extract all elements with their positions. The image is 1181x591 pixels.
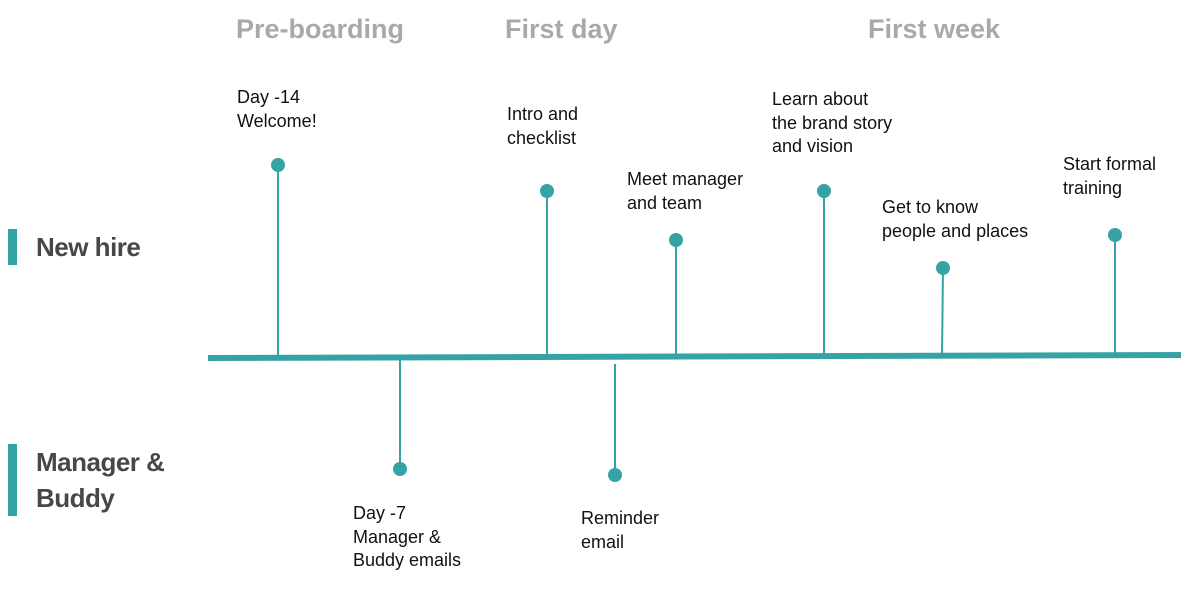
milestone-label-manager-buddy-emails: Day -7 Manager & Buddy emails: [353, 502, 461, 573]
lane-label-line: New hire: [36, 232, 141, 262]
milestone-label-line: the brand story: [772, 112, 893, 133]
milestone-label-line: Welcome!: [237, 110, 317, 131]
milestone-label-line: Get to know: [882, 197, 979, 217]
milestone-label-line: email: [581, 531, 625, 552]
milestone-label-meet-manager: Meet manager and team: [627, 168, 743, 215]
milestone-dot: [608, 468, 622, 482]
milestone-label-line: Meet manager: [627, 169, 744, 189]
milestone-label-line: and team: [627, 192, 703, 213]
phase-header-pre-boarding: Pre-boarding: [236, 14, 405, 44]
milestone-dot: [1108, 228, 1122, 242]
milestone-label-line: people and places: [882, 220, 1029, 241]
milestone-welcome: [271, 158, 285, 357]
milestone-label-line: Buddy emails: [353, 550, 462, 570]
timeline-axis: [207, 352, 1181, 361]
milestone-people-places: [936, 261, 950, 357]
milestone-label-welcome: Day -14 Welcome!: [237, 86, 317, 133]
milestone-formal-training: [1108, 228, 1122, 355]
milestone-dot: [540, 184, 554, 198]
lane-label-new-hire: New hire: [8, 229, 141, 265]
milestone-label-line: Reminder: [581, 508, 660, 528]
phase-header-first-week: First week: [868, 14, 1001, 44]
milestone-label-line: Learn about: [772, 89, 869, 109]
milestone-stem: [941, 267, 944, 357]
milestone-reminder-email: [608, 364, 622, 482]
milestone-label-formal-training: Start formal training: [1063, 153, 1156, 200]
milestone-label-people-places: Get to know people and places: [882, 196, 1028, 243]
milestone-dot: [271, 158, 285, 172]
milestone-label-intro-checklist: Intro and checklist: [507, 103, 578, 150]
milestone-label-line: training: [1063, 177, 1123, 198]
milestone-dot: [669, 233, 683, 247]
milestone-brand-story: [817, 184, 831, 356]
milestone-label-line: Day -7: [353, 503, 407, 523]
lane-label-manager-buddy: Manager & Buddy: [8, 444, 165, 516]
milestone-dot: [393, 462, 407, 476]
milestone-label-line: Manager &: [353, 526, 442, 547]
milestone-label-reminder-email: Reminder email: [581, 507, 659, 554]
milestone-label-line: Start formal: [1063, 154, 1157, 174]
milestone-dot: [936, 261, 950, 275]
milestone-label-line: Day -14: [237, 87, 301, 107]
milestone-label-line: and vision: [772, 136, 854, 156]
milestone-dot: [817, 184, 831, 198]
milestone-meet-manager: [669, 233, 683, 357]
phase-header-first-day: First day: [505, 14, 618, 44]
milestone-label-line: checklist: [507, 127, 577, 148]
lane-label-line: Manager &: [36, 447, 165, 477]
milestone-label-line: Intro and: [507, 104, 579, 124]
milestone-manager-buddy-emails: [393, 358, 407, 476]
milestone-label-brand-story: Learn about the brand story and vision: [772, 88, 892, 159]
milestone-intro-checklist: [540, 184, 554, 357]
lane-label-line: Buddy: [36, 483, 115, 513]
